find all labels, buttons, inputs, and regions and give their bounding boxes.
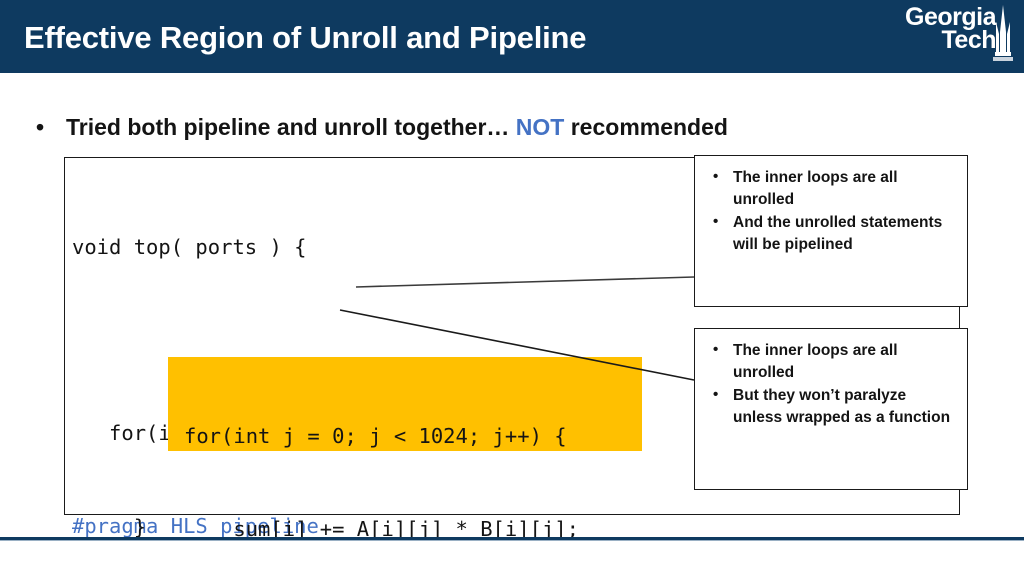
header-underline — [0, 73, 1024, 76]
bullet-dot: • — [36, 114, 45, 140]
slide-footer: Callie Hao | Sharc-lab @ Georgia Institu… — [0, 541, 1024, 576]
footer-divider — [0, 537, 1024, 540]
code-line-1: void top( ports ) { — [72, 235, 307, 259]
callout-unroll: The inner loops are all unrolled But the… — [694, 328, 968, 490]
list-item: The inner loops are all unrolled — [709, 339, 957, 384]
callout-pipeline-list: The inner loops are all unrolled And the… — [695, 156, 967, 256]
callout-unroll-list: The inner loops are all unrolled But the… — [695, 329, 967, 429]
hl-line-for-j: for(int j = 0; j < 1024; j++) { — [184, 424, 567, 448]
code-line-close-inner: } — [72, 515, 147, 539]
footer-divider-light — [0, 540, 1024, 541]
main-bullet: • Tried both pipeline and unroll together… — [36, 114, 728, 141]
gt-tower-icon — [993, 5, 1013, 61]
logo-line-1: Georgia — [905, 3, 996, 31]
list-item: And the unrolled statements will be pipe… — [709, 211, 957, 256]
bullet-text-prefix: Tried both pipeline and unroll together… — [66, 114, 516, 140]
callout-pipeline: The inner loops are all unrolled And the… — [694, 155, 968, 307]
code-listing-tail: } } — [72, 450, 146, 576]
logo-line-2: Tech — [941, 26, 997, 54]
bullet-text-suffix: recommended — [564, 114, 728, 140]
code-line-blank — [72, 325, 492, 356]
code-line-pragma-pipeline: #pragma HLS pipeline — [72, 514, 319, 538]
list-item: But they won’t paralyze unless wrapped a… — [709, 384, 957, 429]
slide-header: Effective Region of Unroll and Pipeline … — [0, 0, 1024, 76]
list-item: The inner loops are all unrolled — [709, 166, 957, 211]
bullet-text-highlight: NOT — [515, 114, 565, 140]
georgia-tech-logo: Georgia Tech — [905, 3, 997, 54]
page-title: Effective Region of Unroll and Pipeline — [24, 20, 587, 55]
